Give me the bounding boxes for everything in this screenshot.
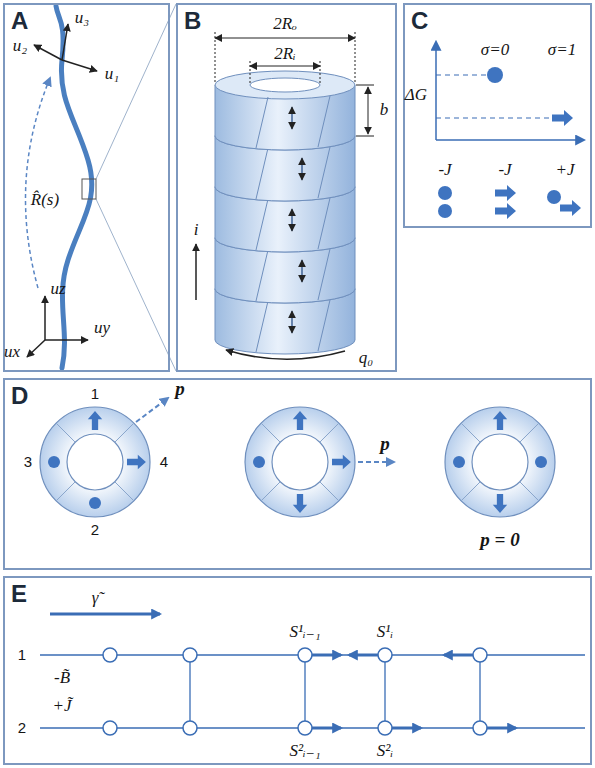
cylinder-stack (215, 71, 355, 354)
polymer-panel (26, 4, 177, 371)
spin-ladder (40, 614, 585, 735)
figure-label: 2 (18, 720, 26, 737)
figure-label: p (380, 434, 390, 455)
figure-label: p (175, 379, 185, 400)
figure-label: S¹ᵢ₋₁ (289, 623, 320, 642)
ring-sections (40, 407, 555, 517)
figure-label: u₂ (13, 37, 27, 56)
panel-letter: D (5, 380, 34, 412)
figure-label: 3 (24, 454, 32, 471)
figure-label: 1 (18, 647, 26, 664)
figure-label: 2Rᵢ (274, 45, 296, 64)
figure-label: 2Rₒ (273, 15, 297, 34)
panel-frame: A (3, 3, 170, 372)
panel-letter: B (178, 5, 207, 37)
figure-label: u₃ (75, 9, 89, 28)
figure-label: 2 (91, 522, 99, 539)
panel-frame: C (403, 3, 592, 228)
figure-label: γ̃ (92, 589, 99, 608)
figure-label: q₀ (359, 349, 373, 368)
panel-letter: C (405, 5, 434, 37)
figure-label: ux (4, 343, 20, 362)
figure-label: b (380, 101, 389, 120)
energy-levels (436, 42, 584, 219)
figure-label: S²ᵢ₋₁ (289, 742, 320, 761)
dimension-lines (196, 32, 374, 359)
figure-label: S¹ᵢ (377, 623, 393, 642)
figure-label: uz (50, 280, 65, 299)
figure-label: R̂(s) (31, 191, 59, 210)
figure-label: 4 (160, 454, 168, 471)
figure-label: -B̃ (54, 669, 70, 688)
panel-frame: E (3, 576, 592, 765)
figure-label: 1 (91, 386, 99, 403)
figure-label: +J (555, 161, 574, 180)
figure-label: +J̃ (52, 697, 71, 716)
figure-label: ΔG (405, 86, 427, 105)
panel-letter: A (5, 5, 34, 37)
figure-label: i (194, 221, 199, 240)
polarization-vectors (136, 398, 394, 462)
figure-label: -J (498, 161, 511, 180)
figure-label: S²ᵢ (377, 742, 393, 761)
figure-label: σ=1 (548, 41, 576, 60)
figure-label: σ=0 (481, 41, 509, 60)
panel-letter: E (5, 578, 33, 610)
figure-label: u₁ (105, 65, 119, 84)
figure-label: p = 0 (480, 530, 519, 551)
figure-label: -J (438, 161, 451, 180)
figure-label: uy (94, 319, 110, 338)
